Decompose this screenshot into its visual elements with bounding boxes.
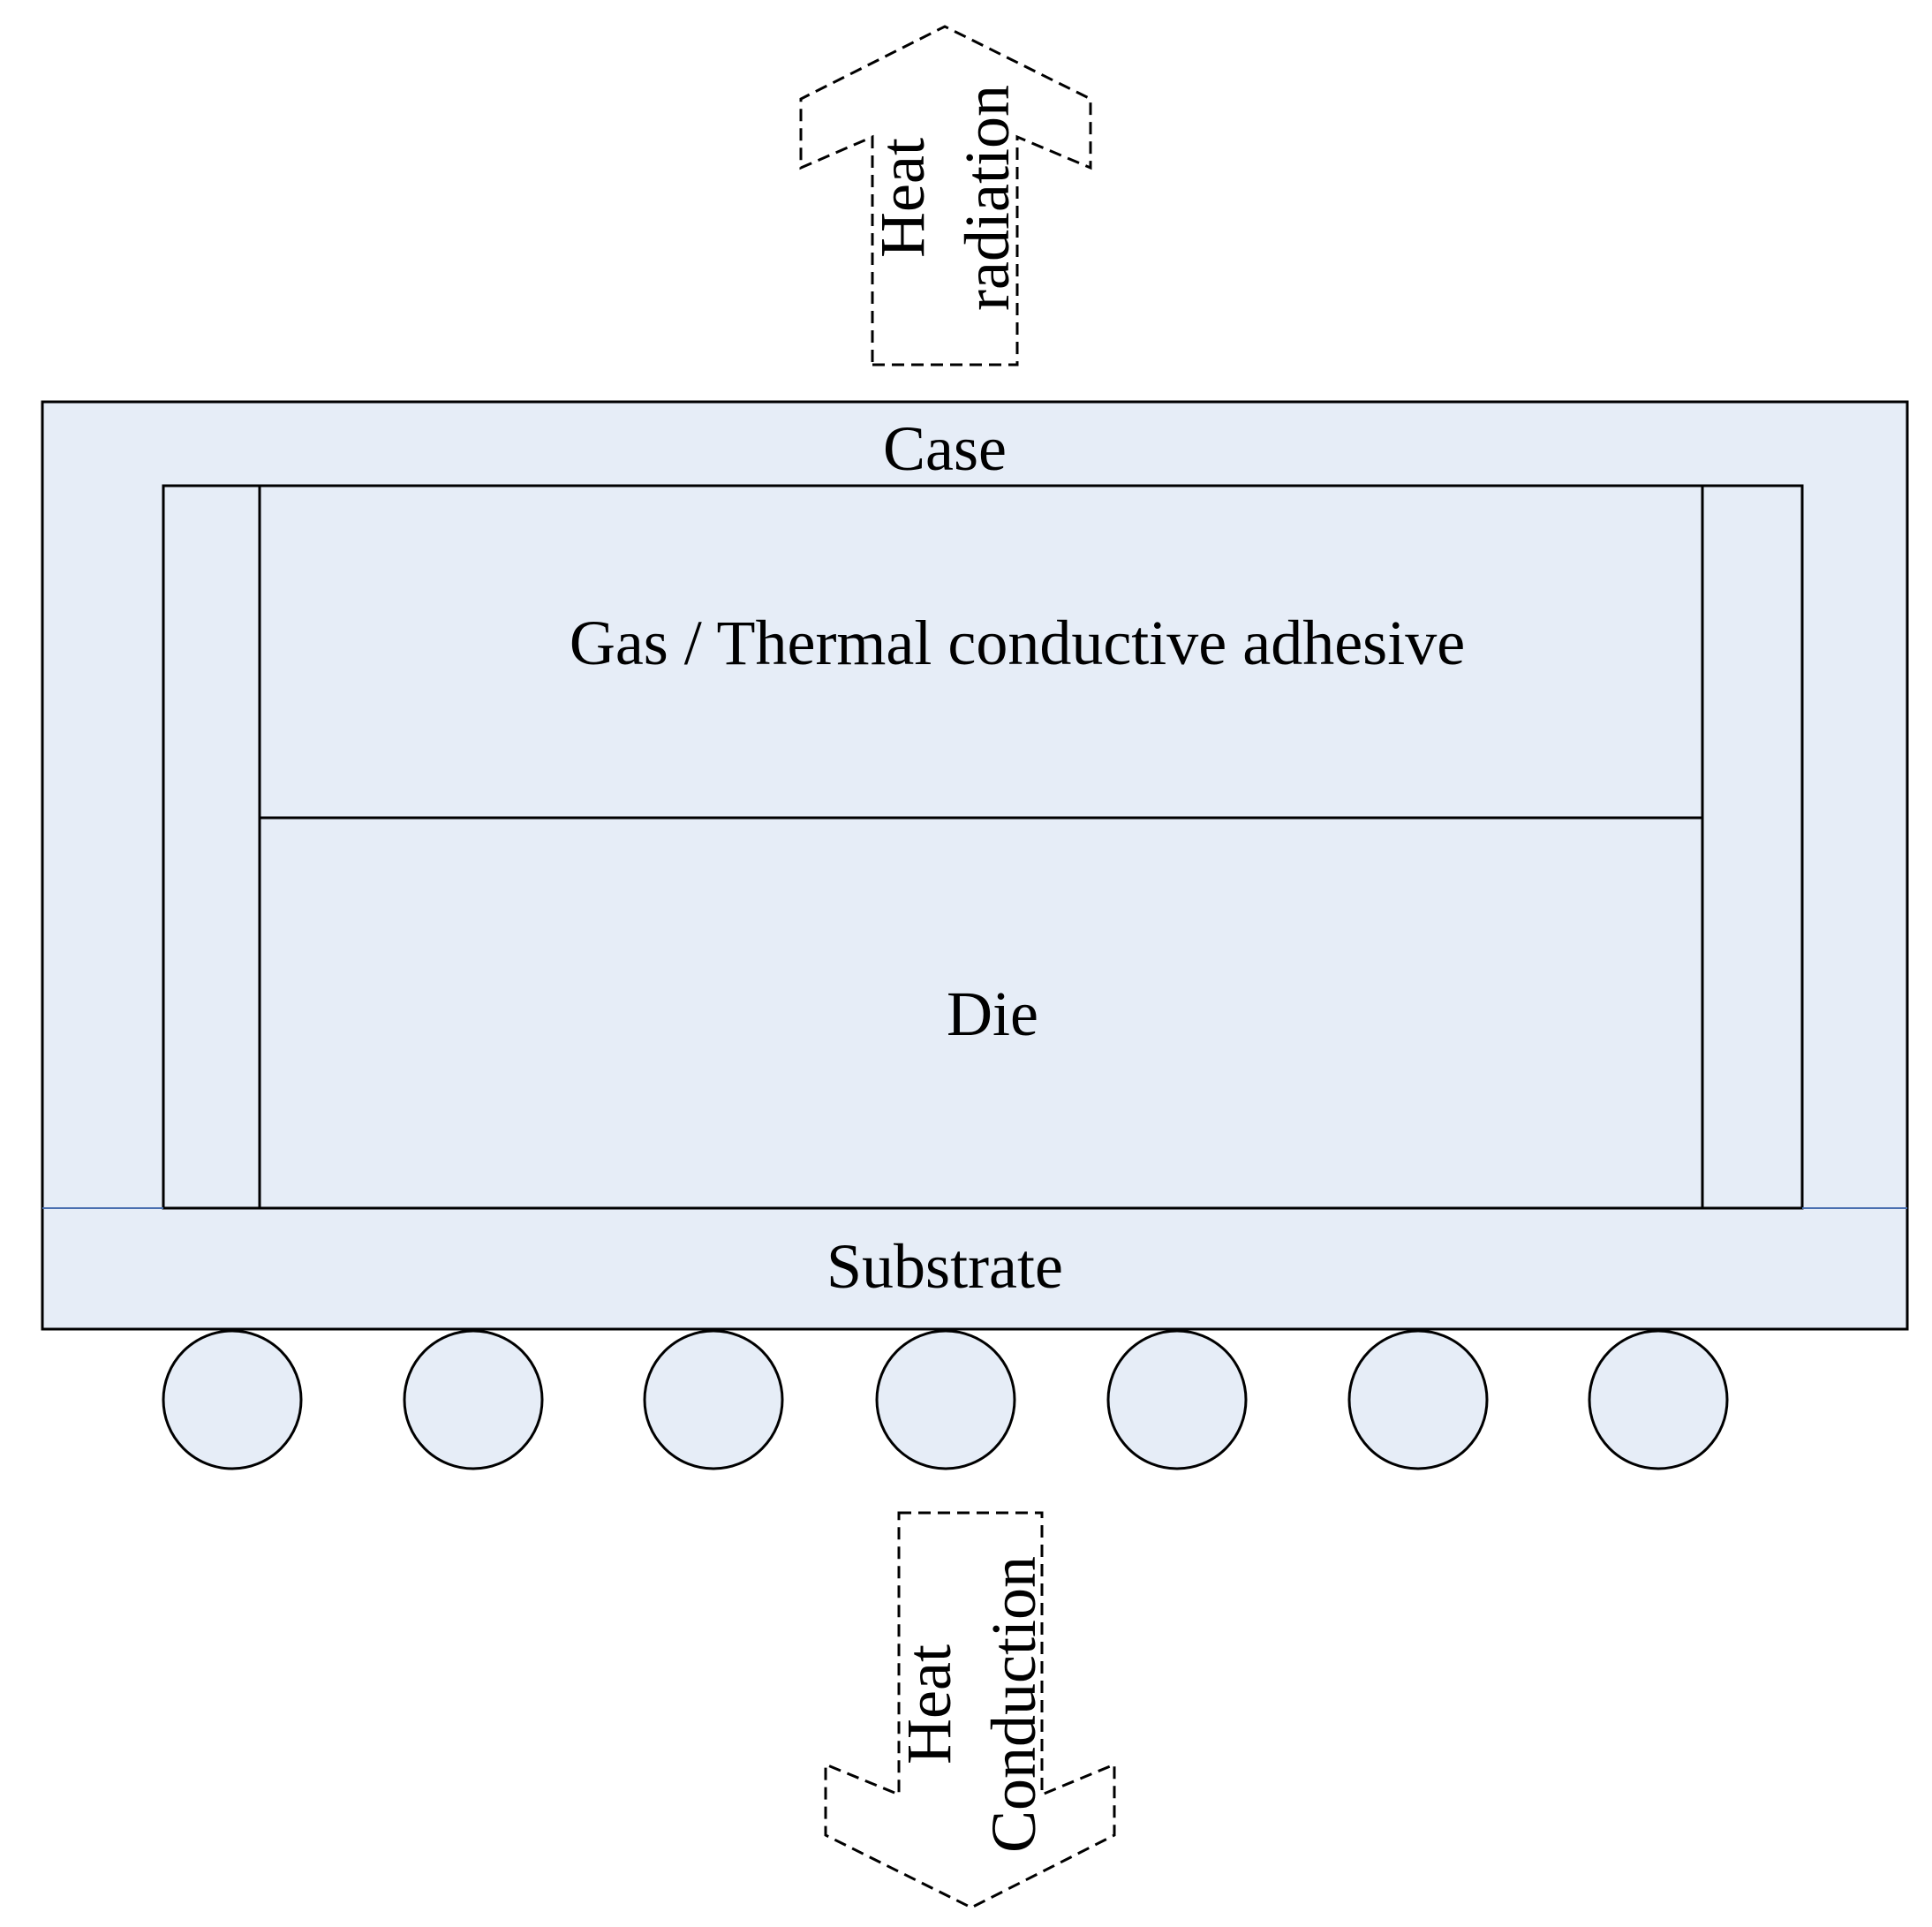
heat-radiation-line2: radiation	[952, 85, 1023, 311]
solder-ball	[403, 1329, 544, 1470]
heat-radiation-line1: Heat	[867, 138, 938, 258]
solder-ball	[1106, 1329, 1248, 1470]
heat-conduction-arrow-icon	[824, 1511, 1116, 1909]
solder-ball	[875, 1329, 1016, 1470]
heat-conduction-line1: Heat	[894, 1644, 964, 1765]
heat-conduction-line2: Conduction	[978, 1556, 1049, 1853]
adhesive-label: Gas / Thermal conductive adhesive	[570, 608, 1465, 678]
solder-ball	[643, 1329, 784, 1470]
die-label: Die	[947, 979, 1038, 1049]
case-label: Case	[883, 413, 1007, 484]
solder-ball	[1347, 1329, 1489, 1470]
solder-ball	[162, 1329, 303, 1470]
solder-ball	[1588, 1329, 1729, 1470]
inner-cavity	[162, 484, 1804, 1210]
substrate-label: Substrate	[826, 1231, 1063, 1302]
solder-balls	[162, 1329, 1729, 1470]
heat-radiation-arrow-icon	[799, 25, 1092, 367]
